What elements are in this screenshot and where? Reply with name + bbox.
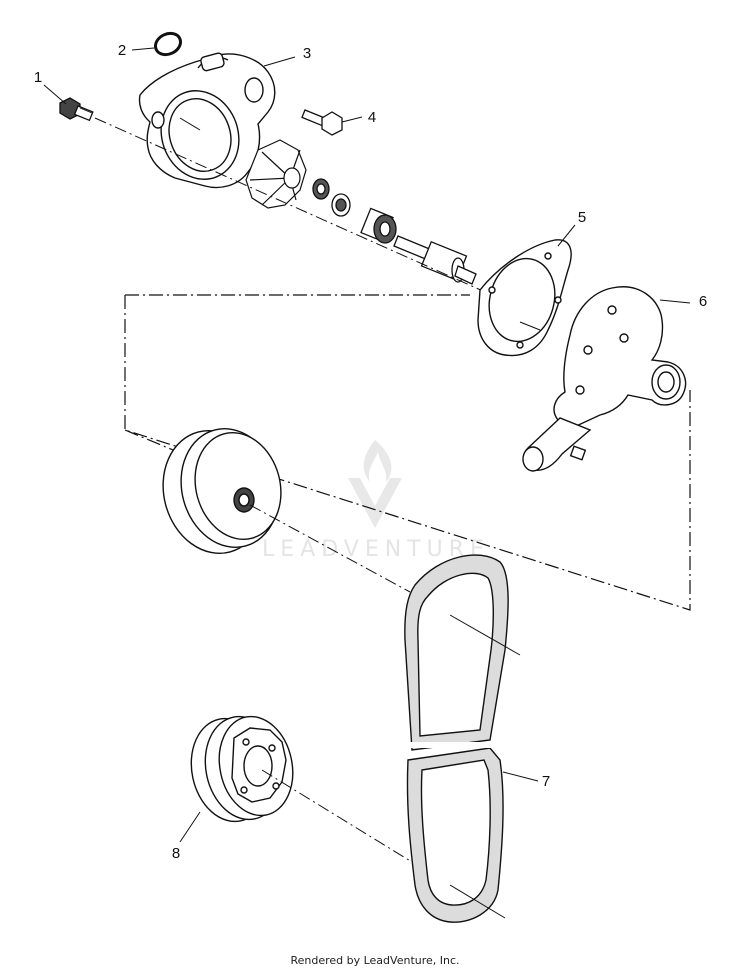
impeller [245, 139, 307, 209]
watermark: LEADVENTURE [262, 440, 490, 562]
seal-rings [312, 178, 397, 244]
callout-6: 6 [699, 293, 707, 310]
callout-1: 1 [34, 69, 42, 86]
part-1-bolt [59, 97, 94, 122]
part-2-o-ring [153, 31, 183, 57]
callout-5: 5 [578, 209, 586, 226]
pulley-axis-lines [249, 504, 413, 863]
part-6-pump-body [522, 286, 687, 472]
watermark-flame-icon [363, 440, 392, 482]
callout-8: 8 [172, 845, 180, 862]
callout-7: 7 [542, 773, 550, 790]
watermark-v-icon [348, 478, 402, 528]
assembly-axis-line [94, 117, 549, 321]
pump-pulley [162, 428, 282, 554]
watermark-text: LEADVENTURE [262, 537, 490, 562]
part-5-gasket [477, 239, 572, 357]
callout-3: 3 [303, 45, 311, 62]
callout-2: 2 [118, 42, 126, 59]
leader-lines [43, 47, 691, 919]
part-3-housing-cover [138, 52, 276, 189]
footer-credit: Rendered by LeadVenture, Inc. [290, 954, 460, 967]
callout-4: 4 [368, 109, 376, 126]
pump-shaft [393, 235, 477, 285]
part-8-crank-pulley [190, 715, 294, 823]
part-7-v-belt [400, 554, 515, 923]
callout-labels: 1 2 3 4 5 6 7 8 [34, 42, 707, 862]
part-4-bolt [301, 109, 343, 136]
